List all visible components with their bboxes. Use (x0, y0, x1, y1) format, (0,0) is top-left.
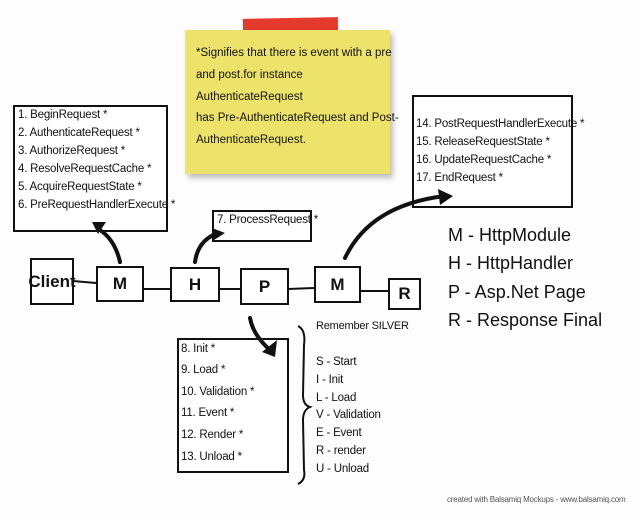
brace (297, 325, 313, 485)
arrowhead-icon (212, 228, 225, 240)
legend-item: P - Asp.Net Page (448, 282, 586, 302)
event-item: 5. AcquireRequestState * (18, 181, 142, 193)
arrow-to-module-events (98, 228, 122, 264)
connector-line (72, 280, 97, 284)
event-item: 2. AuthenticateRequest * (18, 127, 140, 139)
event-item: 4. ResolveRequestCache * (18, 163, 152, 175)
event-item: 9. Load * (181, 364, 226, 376)
legend-item: R - Response Final (448, 310, 603, 330)
module-events-box (13, 105, 168, 232)
silver-item: V - Validation (316, 409, 381, 421)
connector-line (287, 287, 315, 290)
silver-item: U - Unload (316, 463, 369, 475)
event-item: 6. PreRequestHandlerExecute * (18, 199, 176, 211)
post-events-box (412, 95, 573, 208)
note-line: *Signifies that there is event with a pr… (196, 47, 392, 59)
event-item: 8. Init * (181, 343, 215, 355)
silver-item: E - Event (316, 427, 362, 439)
chain-node-handler: H (170, 267, 220, 302)
chain-node-client: Client (28, 258, 76, 305)
event-item: 3. AuthorizeRequest * (18, 145, 126, 157)
chain-node-page: P (240, 268, 289, 305)
page-events-box (177, 338, 289, 473)
event-item: 16. UpdateRequestCache * (416, 154, 552, 166)
chain-node-response: R (388, 278, 421, 310)
legend-item: H - HttpHandler (448, 253, 574, 273)
note-line: AuthenticateRequest. (196, 134, 306, 146)
note-line: and post.for instance (196, 69, 303, 81)
silver-item: R - render (316, 445, 366, 457)
legend-item: M - HttpModule (448, 225, 572, 245)
event-item: 7. ProcessRequest * (217, 214, 319, 226)
event-item: 14. PostRequestHandlerExecute * (416, 118, 585, 130)
silver-title: Remember SILVER (316, 320, 409, 332)
event-item: 1. BeginRequest * (18, 109, 108, 121)
arrowhead-icon (438, 189, 453, 205)
sticky-note (185, 30, 390, 174)
arrowhead-icon (262, 340, 277, 357)
chain-node-module: M (96, 266, 144, 302)
chain-node-module: M (314, 266, 361, 303)
arrow-to-page-events (248, 316, 272, 352)
event-item: 15. ReleaseRequestState * (416, 136, 550, 148)
event-item: 13. Unload * (181, 451, 242, 463)
silver-item: S - Start (316, 356, 357, 368)
event-item: 12. Render * (181, 429, 244, 441)
note-line: has Pre-AuthenticateRequest and Post- (196, 112, 399, 124)
event-item: 11. Event * (181, 407, 235, 419)
note-line: AuthenticateRequest (196, 91, 303, 103)
event-item: 10. Validation * (181, 386, 255, 398)
silver-item: L - Load (316, 392, 357, 404)
arrowhead-icon (92, 222, 106, 234)
event-item: 17. EndRequest * (416, 172, 503, 184)
handler-events-box (212, 210, 312, 242)
arrow-to-post-events (343, 194, 447, 260)
footer-credit: created with Balsamiq Mockups - www.bals… (447, 495, 626, 504)
silver-item: I - Init (316, 374, 344, 386)
